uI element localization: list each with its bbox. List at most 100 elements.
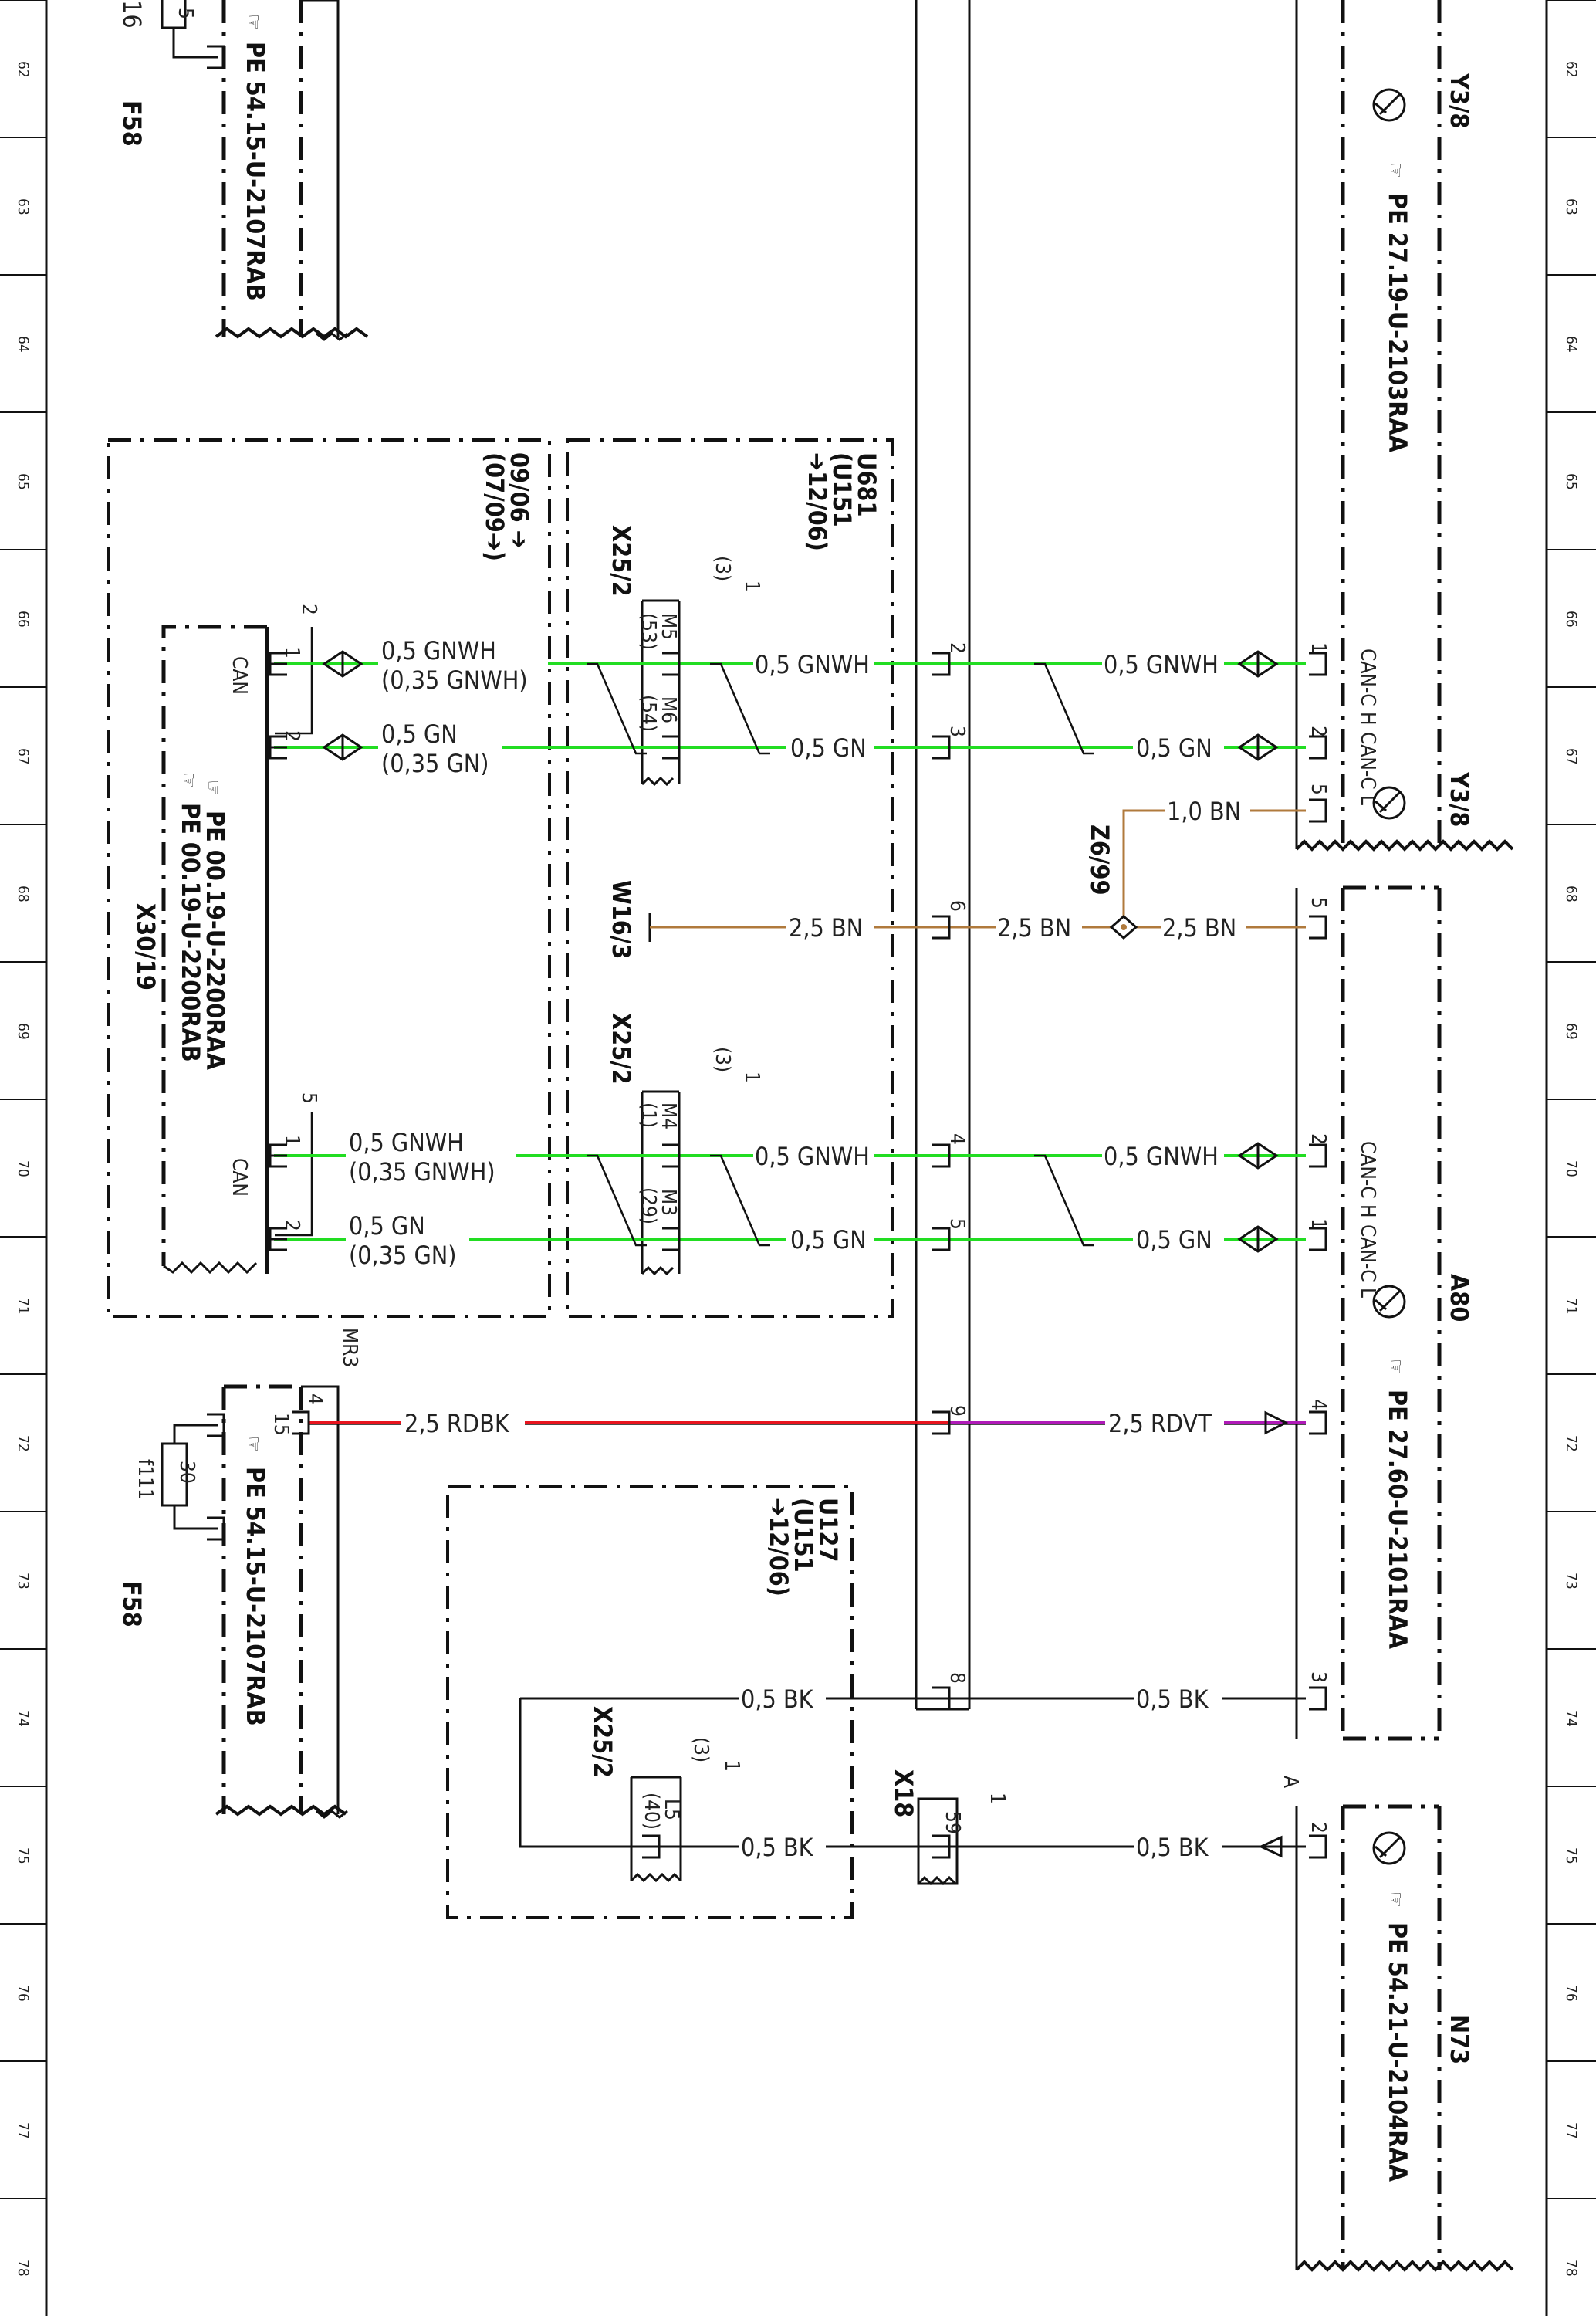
u681-m4: M4 [657,1102,680,1129]
ruler-number: 71 [15,1298,32,1315]
n73-component: ☞ PE 54.21-U-2104RAA N73 2 A [1279,1776,1514,2272]
x30-19-ref1: PE 00.19-U-2200RAA [201,811,230,1071]
wire-label: 2,5 RDVT [1108,1409,1212,1438]
harness-pin: 6 [945,900,969,912]
x18-id: X18 [889,1769,918,1817]
wire-label: 0,5 GN [790,733,867,763]
wire-label: 0,5 GN [1136,733,1212,763]
y38-bottom-pin: 5 [1307,784,1330,795]
hand-icon: ☞ [242,14,265,30]
u127-component: U127 (U151 ➔12/06) X25/2 1 (3) L5 (40) [446,1485,854,1919]
ruler-number: 66 [15,611,32,628]
y38-pin1: 1 [1307,642,1330,654]
ruler-number: 73 [15,1573,32,1590]
f58-bottom-bus: MR3 [338,1328,361,1367]
wire-label: 0,5 BK [741,1833,814,1862]
u681-m5: M5 [657,613,680,640]
ruler-number: 78 [1563,2260,1580,2277]
u681-m3: M3 [657,1189,680,1216]
z6-99-id: Z6/99 [1085,824,1114,895]
wire-label: 0,5 GNWH [1104,1142,1219,1171]
u681-m3p: (29) [637,1187,660,1224]
a80-pin-sig: 3 [1307,1671,1330,1683]
hand-icon: ☞ [177,772,200,788]
f58-bottom-fuse-id: f111 [134,1459,157,1500]
ruler-number: 68 [15,885,32,902]
x30-19-pin2b: 2 [280,1220,303,1231]
wire-label: (0,35 GN) [349,1241,457,1270]
u681-sub2-paren: (3) [711,1047,734,1072]
wire-label: 0,5 BK [1136,1833,1209,1862]
ruler-number: 74 [15,1710,32,1727]
u127-l5p: (40) [640,1793,663,1830]
u127-line2: (U151 [789,1498,818,1573]
n73-id: N73 [1445,2015,1474,2064]
ruler-number: 71 [1563,1298,1580,1315]
ruler-number: 67 [15,748,32,765]
y38-canl: CAN-C L [1356,732,1379,805]
hand-icon: ☞ [1384,1891,1407,1908]
a80-canl: CAN-C L [1356,1224,1379,1298]
wire-label: 2,5 BN [1162,913,1236,943]
harness-pin: 2 [945,642,969,654]
ruler-number: 74 [1563,1710,1580,1727]
ruler-number: 72 [15,1435,32,1452]
f58-bottom-id: F58 [117,1581,147,1627]
a80-pin-gnd: 5 [1307,897,1330,909]
a80-pin-canl: 1 [1307,1218,1330,1230]
u681-m6p: (54) [637,695,660,732]
y38-canh: CAN-C H [1356,648,1379,726]
ruler-number: 70 [1563,1160,1580,1177]
ruler-number: 68 [1563,885,1580,902]
ruler-number: 76 [1563,1985,1580,2002]
x30-19-component: 09/06 ➔ (07/09➔) CAN CAN ☞ PE 00.19-U-22… [107,438,551,1318]
u681-sub1-paren: (3) [711,556,734,581]
ruler-number: 75 [1563,1847,1580,1864]
wire-label: 0,5 GN [790,1225,867,1254]
wire-label: 0,5 GNWH [349,1128,464,1157]
wire-label: 0,5 GN [349,1211,425,1241]
a80-pin-canh: 2 [1307,1133,1330,1145]
x18-harness: X18 1 59 2 3 6 4 5 9 8 [889,0,1009,1886]
f58-top-ref: PE 54.15-U-2107RAB [241,42,270,301]
u127-sub: 1 [720,1760,743,1772]
x30-19-pin1b: 1 [280,1135,303,1146]
wire-label: 0,5 GNWH [1104,650,1219,679]
f58-bottom-component: MR3 4 15 30 f111 F58 ☞ PE 54.15-U-2107RA… [117,1328,361,1819]
y38-top-id: Y3/8 [1445,73,1474,128]
u681-line3: ➔12/06) [803,452,832,551]
f58-bottom-pin-out: 4 [303,1393,326,1405]
ruler-number: 73 [1563,1573,1580,1590]
y38-pin2: 2 [1307,726,1330,737]
u681-line1: U681 [852,452,881,516]
ruler-number: 69 [15,1023,32,1040]
harness-pin: 9 [945,1405,969,1417]
u127-conn: X25/2 [588,1706,617,1778]
wire-label: 0,5 GNWH [755,650,870,679]
n73-pin-tag: A [1279,1776,1302,1788]
ground-symbol-icon [1372,786,1406,820]
n73-ref: PE 54.21-U-2104RAA [1383,1922,1412,2182]
f58-top-component: 5 16 F58 ☞ PE 54.15-U-2107RAB [117,0,369,341]
x18-sub: 1 [986,1793,1009,1804]
x30-19-ref2: PE 00.19-U-2200RAB [176,803,205,1062]
ruler-number: 77 [15,2122,32,2139]
y38-bottom-id: Y3/8 [1445,771,1474,827]
u681-conn2: X25/2 [607,1013,636,1085]
ruler-number: 75 [15,1847,32,1864]
ruler-number: 64 [15,336,32,353]
ruler-number: 63 [1563,198,1580,215]
wire-label: 0,5 GNWH [381,636,496,665]
u681-sub1: 1 [740,581,763,592]
hand-icon: ☞ [201,780,225,796]
harness-pin: 8 [945,1672,969,1684]
ground-symbol-icon [1372,1831,1406,1865]
u681-m6: M6 [657,696,680,723]
vehicle-box-line2: (07/09➔) [480,452,509,561]
wire-label: 0,5 BK [1136,1685,1209,1714]
x30-19-grp2: 5 [297,1092,320,1104]
f58-top-fuse: 5 [174,8,197,19]
harness-pin: 4 [945,1133,969,1145]
ruler-number: 62 [1563,61,1580,78]
